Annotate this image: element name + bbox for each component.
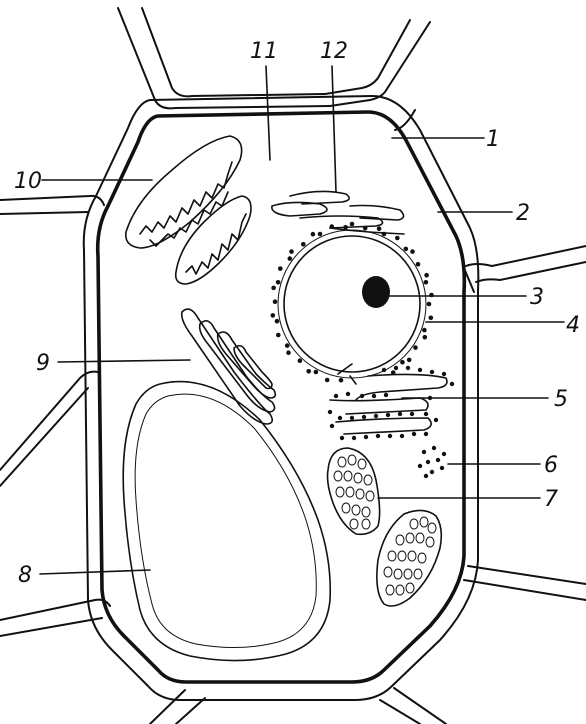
label-5: 5	[554, 387, 568, 412]
ribosome-dot	[424, 280, 429, 285]
nuclear-ribosomes	[271, 222, 434, 383]
ribosome-dot	[413, 345, 418, 350]
rough-er	[328, 364, 454, 440]
nucleolus	[362, 276, 390, 308]
ribosome-dot	[289, 249, 294, 254]
ribosome-dot	[306, 369, 311, 374]
leader-line-9	[58, 360, 190, 362]
ribosome-dot	[427, 302, 432, 307]
ribosome-dot	[422, 328, 427, 333]
smooth-er	[272, 191, 404, 234]
label-8: 8	[18, 563, 32, 588]
ribosome-dot	[429, 316, 434, 321]
free-ribosomes	[418, 446, 446, 478]
label-11: 11	[250, 39, 278, 64]
ribosome-dot	[423, 335, 428, 340]
ribosome-dot	[275, 319, 280, 324]
label-10: 10	[14, 169, 42, 194]
tonoplast-inner	[135, 394, 316, 647]
ribosome-dot	[350, 222, 355, 227]
ribosome-dot	[318, 232, 323, 237]
nucleus	[271, 222, 434, 383]
ribosome-dot	[278, 266, 283, 271]
label-9: 9	[36, 351, 50, 376]
leader-line-12	[332, 66, 336, 192]
label-6: 6	[544, 453, 558, 478]
neighbour-cell-walls	[0, 8, 586, 724]
golgi-apparatus	[182, 309, 276, 424]
label-4: 4	[566, 313, 580, 338]
ribosome-dot	[407, 358, 412, 363]
ribosome-dot	[311, 232, 316, 237]
chloroplast-1	[328, 448, 380, 534]
ribosome-dot	[273, 299, 278, 304]
chloroplast-2	[377, 510, 441, 606]
mitochondrion-2	[176, 196, 251, 284]
ribosome-dot	[404, 247, 409, 252]
ribosome-dot	[339, 378, 344, 383]
nuclear-envelope	[284, 236, 420, 372]
label-2: 2	[516, 201, 530, 226]
ribosome-dot	[298, 358, 303, 363]
ribosome-dot	[325, 378, 330, 383]
leader-line-8	[40, 570, 150, 574]
label-12: 12	[320, 39, 348, 64]
ribosome-dot	[400, 360, 405, 365]
ribosome-dot	[314, 370, 319, 375]
label-1: 1	[486, 127, 500, 152]
ribosome-dot	[395, 236, 400, 241]
ribosome-dot	[288, 256, 293, 261]
label-7: 7	[544, 487, 558, 512]
ribosome-dot	[286, 350, 291, 355]
nuclear-envelope-outer	[278, 230, 426, 378]
ribosome-dot	[276, 333, 281, 338]
ribosome-dot	[416, 262, 421, 267]
ribosome-dot	[410, 249, 415, 254]
ribosome-dot	[276, 280, 281, 285]
ribosome-dot	[285, 343, 290, 348]
label-3: 3	[530, 285, 544, 310]
cell-membrane	[98, 112, 465, 682]
vacuole	[123, 382, 330, 661]
ribosome-dot	[271, 313, 276, 318]
ribosome-dot	[271, 286, 276, 291]
ribosome-dot	[377, 226, 382, 231]
ribosome-dot	[424, 273, 429, 278]
ribosome-dot	[301, 242, 306, 247]
mitochondrion-1	[126, 136, 242, 248]
